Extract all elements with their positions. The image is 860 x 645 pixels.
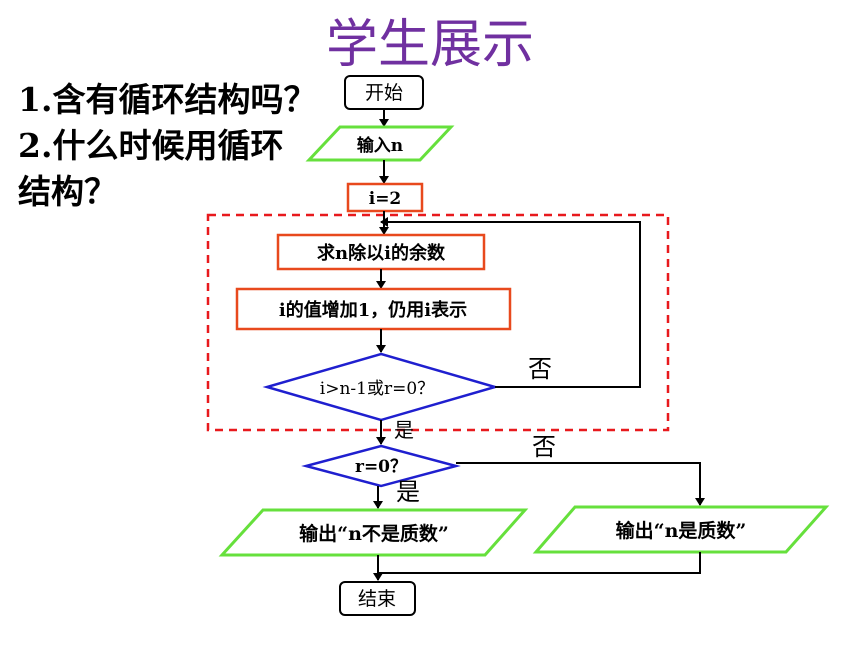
question-2-line-2: 结构？ [18, 172, 117, 211]
cond1-label: i>n-1或r=0？ [320, 379, 434, 399]
arrow-cond2-no [456, 462, 705, 506]
input-parallelogram [305, 125, 455, 162]
merge-line [378, 552, 701, 574]
step1-label: 求n除以i的余数 [317, 242, 446, 264]
page-title: 学生展示 [325, 15, 534, 75]
cond2-label: r=0？ [355, 457, 407, 477]
cond1-no-label: 否 [528, 355, 552, 383]
input-label: 输入n [357, 135, 403, 156]
question-2-line-1: 2.什么时候用循环 [18, 126, 284, 165]
output-prime [532, 505, 830, 554]
step2-box [235, 287, 512, 331]
loop-back-arrow [380, 217, 641, 388]
step1-box [276, 233, 486, 271]
step2-label: i的值增加1，仍用i表示 [279, 299, 467, 321]
init-label: i=2 [369, 189, 402, 209]
output-prime-label: 输出“n是质数” [616, 519, 747, 542]
start-label: 开始 [365, 82, 403, 104]
question-1: 1.含有循环结构吗？ [18, 80, 317, 119]
end-label: 结束 [358, 588, 396, 610]
output-not-prime-label: 输出“n不是质数” [299, 522, 449, 545]
output-not-prime [218, 508, 529, 557]
cond2-diamond [301, 444, 461, 488]
cond2-no-label: 否 [532, 433, 556, 461]
end-terminal [339, 581, 416, 616]
cond2-yes-label: 是 [396, 478, 420, 506]
loop-region [206, 213, 670, 432]
cond1-yes-label: 是 [394, 418, 414, 442]
